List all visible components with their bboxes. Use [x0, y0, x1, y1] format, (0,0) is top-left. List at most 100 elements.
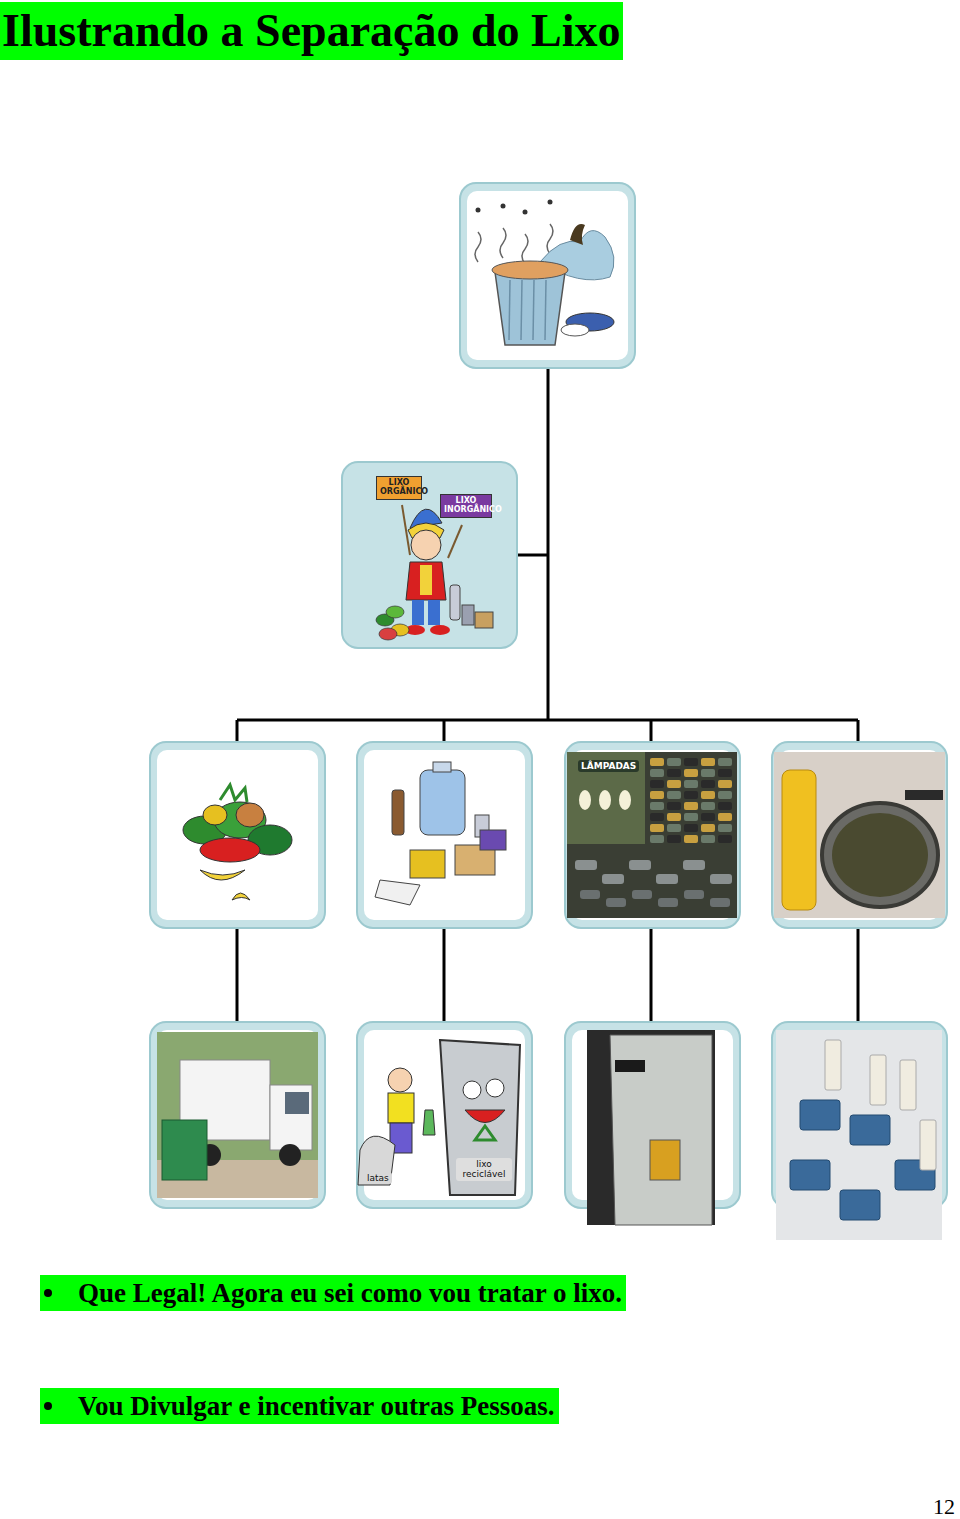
image-ground: [364, 1030, 525, 1200]
head: [411, 530, 441, 560]
tree-line: [237, 719, 858, 722]
soap-bar: [840, 1190, 880, 1220]
bottle: [423, 1110, 435, 1135]
photo-dark: [567, 752, 737, 918]
battery: [650, 780, 664, 788]
image-frame: [460, 183, 635, 368]
pan-oil: [832, 813, 928, 897]
image-frame: [772, 742, 947, 928]
kid-shirt: [388, 1093, 414, 1123]
battery: [701, 835, 715, 843]
battery: [667, 824, 681, 832]
banana-peel: [570, 224, 585, 245]
image-frame: [357, 742, 532, 928]
paper: [375, 880, 420, 905]
image-ground: [364, 750, 525, 920]
battery-heap: [632, 890, 652, 899]
truck-photo: [157, 1032, 318, 1198]
container-photo: [587, 1030, 715, 1225]
shirt: [406, 562, 446, 600]
fruit-pile: [183, 785, 292, 900]
tree-line: [857, 720, 860, 742]
battery-heap: [602, 874, 624, 884]
battery: [684, 824, 698, 832]
battery: [701, 802, 715, 810]
eye: [486, 1079, 504, 1097]
can-rib: [545, 280, 546, 340]
can-body: [495, 272, 565, 345]
battery: [667, 802, 681, 810]
soap-bar: [920, 1120, 936, 1170]
can: [462, 605, 474, 625]
battery-heap: [656, 874, 678, 884]
can-rib: [533, 280, 534, 340]
diagram-title: Ilustrando a Separação do Lixo: [0, 2, 623, 60]
image-ground: [157, 750, 318, 920]
photo-ground: [774, 752, 945, 918]
battery: [667, 780, 681, 788]
battery-heap: [683, 860, 705, 870]
recycle-symbol: [475, 1126, 495, 1140]
page-number: 12: [933, 1494, 955, 1519]
photo-dark: [587, 1030, 715, 1225]
vegetable: [236, 803, 264, 827]
leaves: [220, 785, 247, 802]
tree-line: [443, 720, 446, 742]
organic-waste: [386, 606, 404, 618]
battery: [684, 813, 698, 821]
slot: [615, 1060, 645, 1072]
tree-line: [650, 928, 653, 1022]
kid-head: [388, 1068, 412, 1092]
box: [410, 850, 445, 878]
soap-bar: [825, 1040, 841, 1090]
battery: [718, 802, 732, 810]
battery: [718, 780, 732, 788]
fly: [501, 204, 506, 209]
water-jug: [420, 770, 465, 835]
tree-line: [857, 928, 860, 1022]
mouth: [465, 1110, 505, 1123]
container: [162, 1120, 207, 1180]
battery: [667, 791, 681, 799]
tail: [561, 324, 589, 336]
image-ground: [467, 191, 628, 360]
pan: [822, 803, 938, 907]
truck-cab: [270, 1085, 312, 1150]
highlight-bar: Vou Divulgar e incentivar outras Pessoas…: [40, 1388, 559, 1424]
jug-neck: [433, 762, 451, 772]
tree-line: [443, 928, 446, 1022]
battery: [650, 835, 664, 843]
stink-line: [500, 228, 506, 258]
sign-text: LIXO ORGÂNICO: [376, 476, 422, 500]
fly: [523, 210, 528, 215]
battery: [718, 791, 732, 799]
can-rib: [509, 280, 510, 340]
battery: [650, 813, 664, 821]
battery: [718, 835, 732, 843]
battery: [718, 769, 732, 777]
highlight-bar: Que Legal! Agora eu sei como vou tratar …: [40, 1275, 626, 1311]
battery-heap: [580, 890, 600, 899]
image-ground: [157, 1030, 318, 1200]
banana-peel: [232, 893, 250, 900]
battery-heap: [629, 860, 651, 870]
battery: [684, 769, 698, 777]
sign-text: LIXO INORGÂNICO: [440, 494, 492, 518]
oil-photo: [774, 752, 945, 918]
battery: [701, 824, 715, 832]
shirt-front: [420, 565, 432, 595]
soap-bar: [850, 1115, 890, 1145]
lamp: [599, 790, 611, 810]
sack: [358, 1136, 395, 1185]
trash-can-drawing: [475, 200, 614, 346]
box: [475, 612, 493, 628]
oil-bottle: [782, 770, 816, 910]
sign-pole: [448, 525, 462, 558]
battery: [684, 835, 698, 843]
soap-bar: [790, 1160, 830, 1190]
bottle: [392, 790, 404, 835]
battery: [718, 758, 732, 766]
stink-line: [475, 232, 481, 262]
battery-heap: [606, 898, 626, 907]
image-frame: [150, 742, 325, 928]
